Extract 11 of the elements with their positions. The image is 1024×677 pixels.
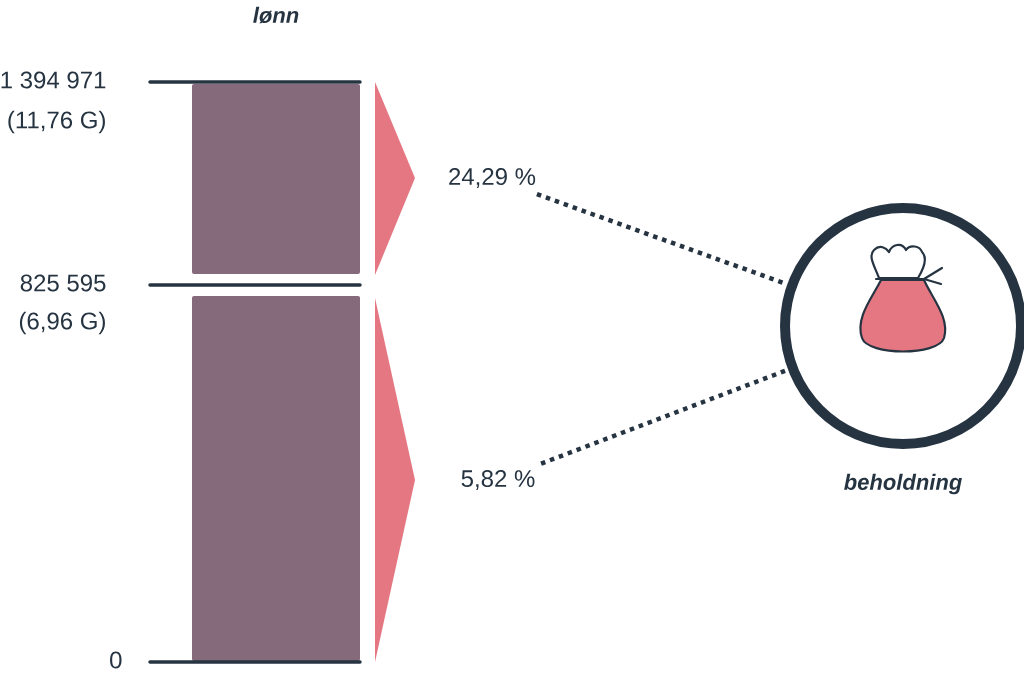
percentage-label: 24,29 % [449,168,536,188]
dotted-line [536,192,789,287]
axis-value: 1 394 971 [1,71,106,89]
axis-value: (6,96 G) [19,311,105,335]
dotted-line [540,367,789,466]
axis-value: 825 595 [20,274,106,292]
node-label: beholdning [844,473,962,495]
axis-value: 0 [110,651,122,669]
title: lønn [253,6,299,24]
percentage-label: 5,82 % [461,470,535,490]
axis-value: (11,76 G) [8,110,105,134]
